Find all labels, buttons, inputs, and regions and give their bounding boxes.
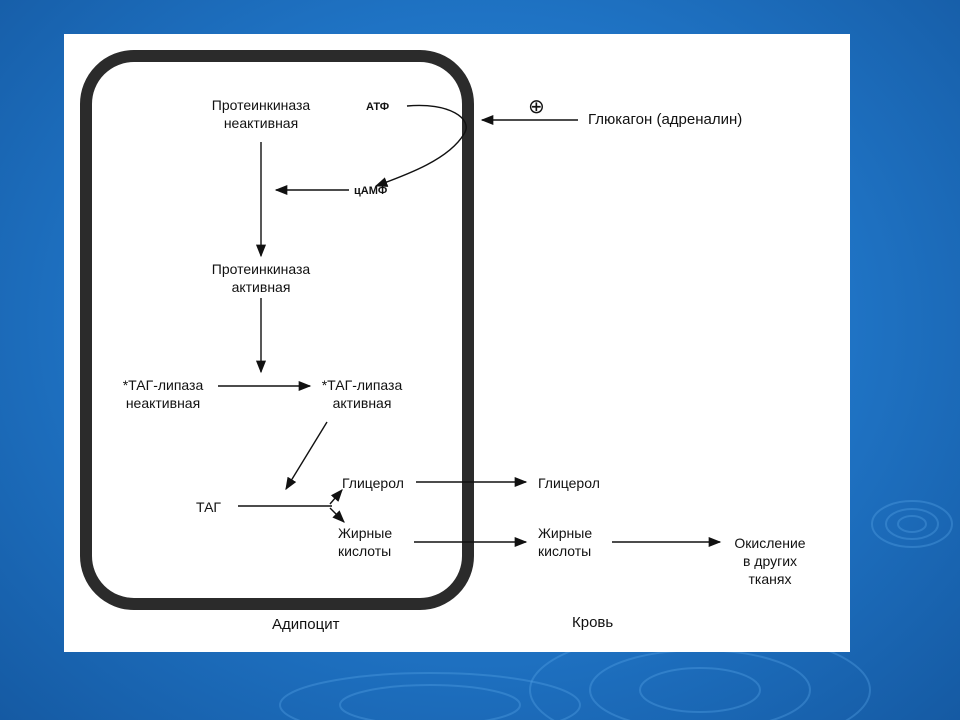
pka-active-label: Протеинкиназа активная bbox=[211, 261, 311, 295]
adipocyte-label: Адипоцит bbox=[272, 616, 340, 633]
fatty-acids-cell-label: Жирные кислоты bbox=[338, 525, 393, 559]
tag-lipase-active-label: *ТАГ-липаза активная bbox=[321, 377, 403, 411]
tag-to-glycerol-arrow bbox=[329, 489, 343, 505]
atp-label: АТФ bbox=[366, 101, 390, 113]
glycerol-cell-label: Глицерол bbox=[342, 475, 404, 491]
blood-label: Кровь bbox=[572, 614, 614, 631]
lipase-to-tag-arrow bbox=[285, 421, 328, 491]
atp-to-camp-arrow bbox=[374, 104, 467, 187]
tag-label: ТАГ bbox=[196, 499, 222, 515]
tag-lipase-inactive-label: *ТАГ-липаза неактивная bbox=[122, 377, 204, 411]
fatty-acids-blood-label: Жирные кислоты bbox=[538, 525, 593, 559]
activation-plus-symbol: ⊕ bbox=[528, 96, 545, 118]
diagram-graphics bbox=[80, 50, 722, 610]
glucagon-label: Глюкагон (адреналин) bbox=[588, 111, 743, 128]
oxidation-label: Окисление в других тканях bbox=[734, 535, 806, 587]
tag-to-fatty-acids-arrow bbox=[329, 507, 345, 523]
glycerol-blood-label: Глицерол bbox=[538, 475, 600, 491]
camp-label: цАМФ bbox=[354, 185, 388, 197]
diagram-panel: Протеинкиназа неактивная АТФ ⊕ Глюкагон … bbox=[64, 34, 850, 652]
pka-inactive-label: Протеинкиназа неактивная bbox=[211, 97, 311, 131]
adipocyte-membrane bbox=[80, 50, 474, 610]
